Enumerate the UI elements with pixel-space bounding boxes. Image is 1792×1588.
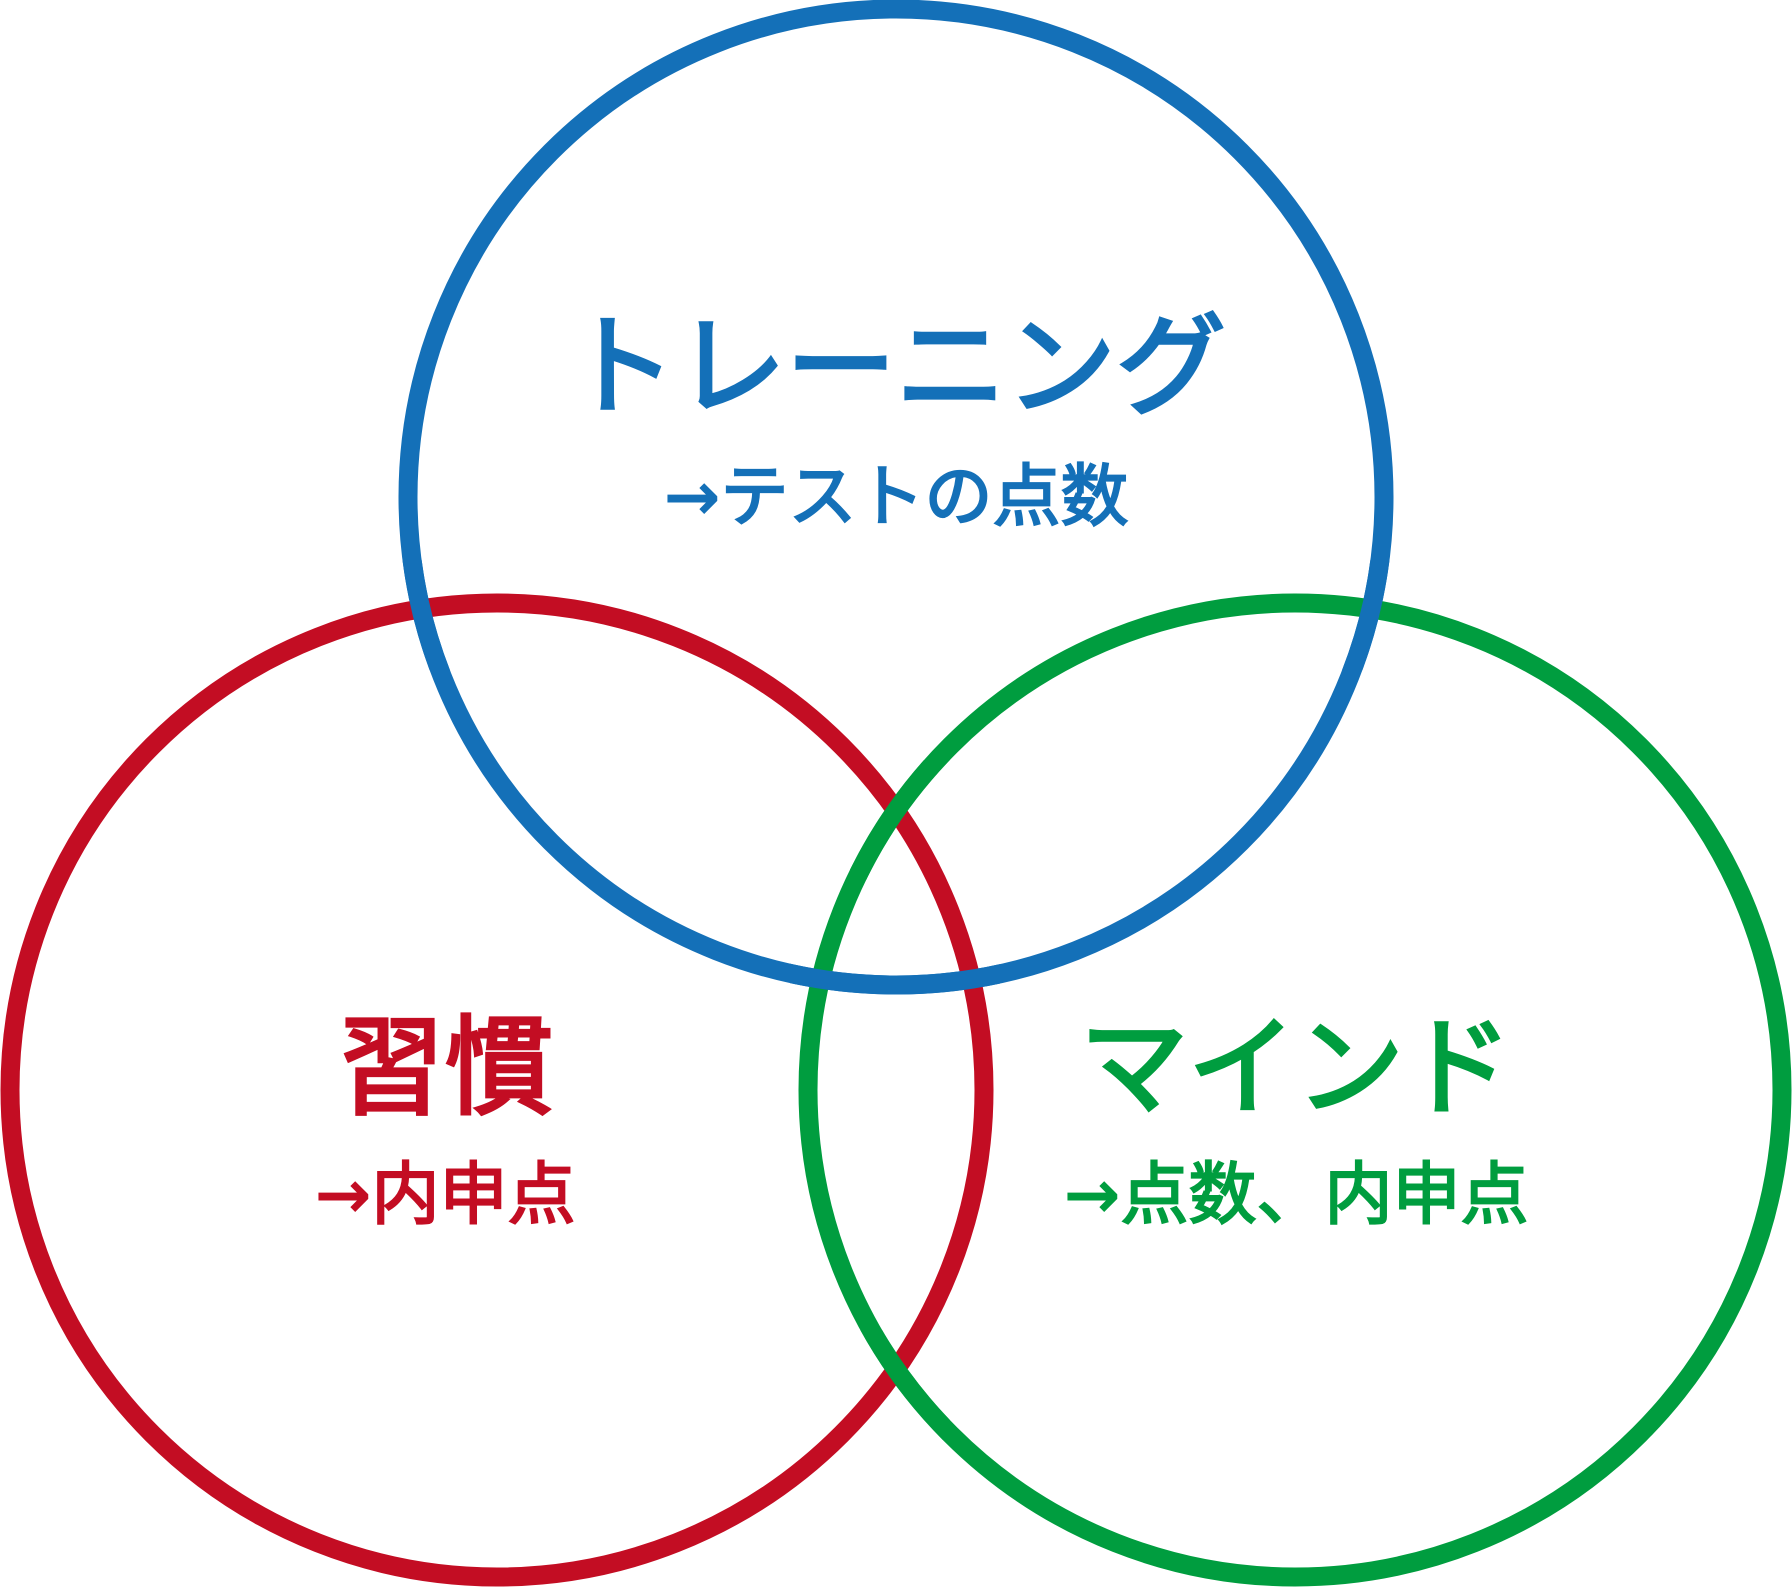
circle-mind (798, 593, 1792, 1587)
circle-training-overlay (398, 560, 1394, 995)
habit-title: 習慣 (337, 1006, 553, 1131)
circle-habit (0, 593, 994, 1587)
mind-title: マインド (1080, 1006, 1512, 1131)
mind-subtitle: →点数、内申点 (1064, 1156, 1529, 1235)
training-subtitle: →テストの点数 (664, 458, 1129, 537)
habit-subtitle: →内申点 (315, 1156, 576, 1235)
training-title: トレーニング (566, 303, 1226, 431)
